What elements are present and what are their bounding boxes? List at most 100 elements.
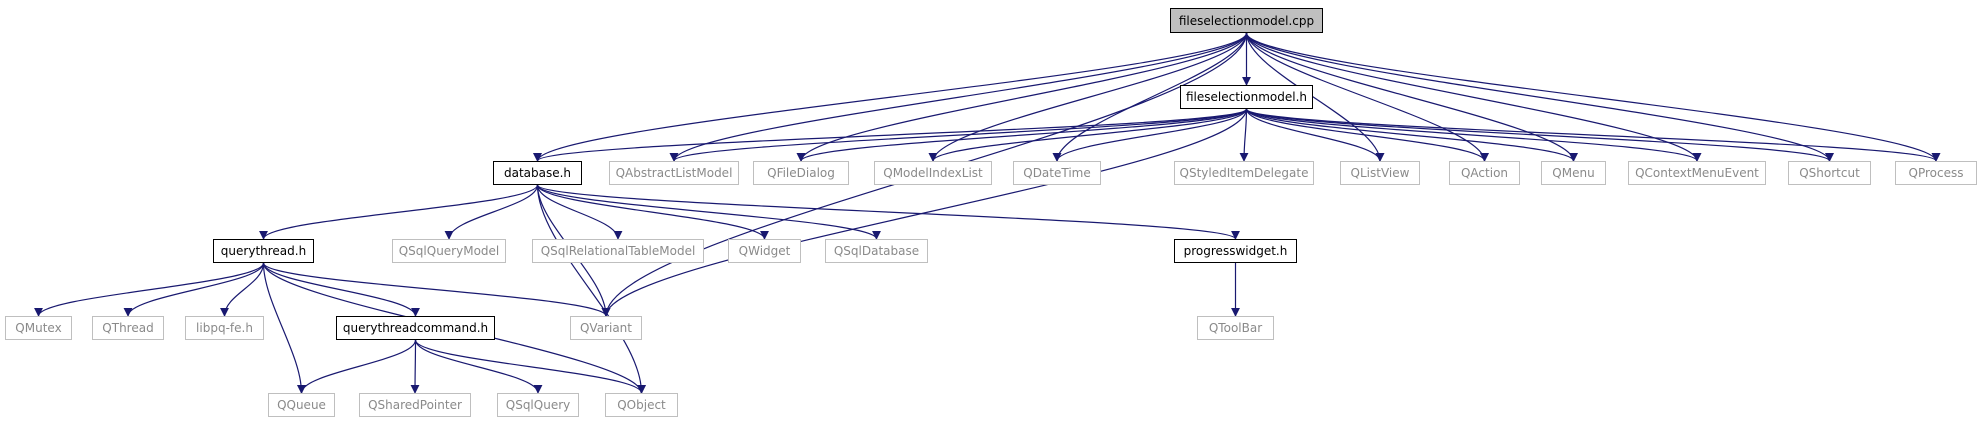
node-qmenu: QMenu	[1541, 161, 1606, 185]
node-qdatetime: QDateTime	[1013, 161, 1101, 185]
node-qfiledialog: QFileDialog	[753, 161, 849, 185]
node-label: QSqlDatabase	[833, 244, 920, 258]
node-label: QModelIndexList	[883, 166, 983, 180]
node-qobject: QObject	[605, 393, 678, 417]
edge-database-h-to-qwidget	[536, 184, 769, 240]
edge-fileselectionmodel-h-to-qaction	[1245, 108, 1489, 162]
node-qqueue: QQueue	[268, 393, 335, 417]
node-label: QAbstractListModel	[615, 166, 733, 180]
node-label: QFileDialog	[767, 166, 835, 180]
node-label: QSharedPointer	[368, 398, 462, 412]
node-qcontextmenuevent: QContextMenuEvent	[1628, 161, 1766, 185]
node-qsqldatabase: QSqlDatabase	[825, 239, 928, 263]
edge-querythread-h-to-libpq-fe-h	[220, 262, 265, 317]
node-qshortcut: QShortcut	[1788, 161, 1871, 185]
node-qtoolbar: QToolBar	[1197, 316, 1274, 340]
edge-querythread-h-to-querythreadcommand-h	[262, 262, 420, 317]
node-qsharedpointer: QSharedPointer	[359, 393, 471, 417]
node-label: database.h	[503, 166, 572, 180]
edge-fileselectionmodel-h-to-qshortcut	[1245, 108, 1834, 162]
edge-querythreadcommand-h-to-qsharedpointer	[410, 339, 420, 394]
edge-fileselectionmodel-h-to-qvariant	[601, 108, 1248, 317]
node-fileselectionmodel-cpp[interactable]: fileselectionmodel.cpp	[1170, 8, 1323, 33]
node-label: QSqlQuery	[505, 398, 571, 412]
node-label: querythreadcommand.h	[342, 321, 489, 335]
node-label: QListView	[1350, 166, 1410, 180]
node-libpq-fe-h: libpq-fe.h	[185, 316, 264, 340]
edge-fileselectionmodel-h-to-qfiledialog	[796, 108, 1248, 162]
node-label: QShortcut	[1799, 166, 1860, 180]
node-qthread: QThread	[92, 316, 164, 340]
edge-fileselectionmodel-h-to-qlistview	[1245, 108, 1385, 162]
edge-querythreadcommand-h-to-qobject	[414, 339, 646, 394]
edge-fileselectionmodel-cpp-to-qcontextmenuevent	[1245, 32, 1702, 162]
node-label: QStyledItemDelegate	[1179, 166, 1309, 180]
edge-fileselectionmodel-h-to-qabstractlistmodel	[669, 108, 1248, 162]
node-label: fileselectionmodel.cpp	[1178, 13, 1315, 28]
edge-fileselectionmodel-h-to-database-h	[533, 108, 1248, 162]
edge-database-h-to-progresswidget-h	[536, 184, 1240, 240]
node-label: QAction	[1460, 166, 1509, 180]
edge-fileselectionmodel-h-to-qprocess	[1245, 108, 1941, 162]
node-label: QObject	[617, 398, 666, 412]
edge-fileselectionmodel-h-to-qcontextmenuevent	[1245, 108, 1702, 162]
node-qstyleditemdelegate: QStyledItemDelegate	[1174, 161, 1314, 185]
node-label: fileselectionmodel.h	[1186, 90, 1307, 104]
edge-fileselectionmodel-cpp-to-database-h	[533, 32, 1248, 162]
node-label: progresswidget.h	[1183, 244, 1288, 258]
edge-querythread-h-to-qthread	[123, 262, 265, 317]
edge-fileselectionmodel-cpp-to-qdatetime	[1052, 32, 1248, 162]
node-querythreadcommand-h[interactable]: querythreadcommand.h	[336, 316, 495, 340]
node-label: QVariant	[579, 321, 632, 335]
node-label: QWidget	[738, 244, 791, 258]
node-qaction: QAction	[1449, 161, 1520, 185]
node-qabstractlistmodel: QAbstractListModel	[609, 161, 739, 185]
node-label: querythread.h	[220, 244, 307, 258]
node-fileselectionmodel-h[interactable]: fileselectionmodel.h	[1180, 85, 1313, 109]
node-qvariant: QVariant	[570, 316, 642, 340]
edge-fileselectionmodel-cpp-to-qlistview	[1245, 32, 1385, 162]
edge-querythread-h-to-qvariant	[262, 262, 611, 317]
edge-fileselectionmodel-h-to-qstyleditemdelegate	[1239, 108, 1249, 162]
edge-querythreadcommand-h-to-qsqlquery	[414, 339, 543, 394]
edge-fileselectionmodel-cpp-to-qprocess	[1245, 32, 1941, 162]
edge-database-h-to-qsqlquerymodel	[444, 184, 539, 240]
node-qsqlquery: QSqlQuery	[497, 393, 579, 417]
node-qmodelindexlist: QModelIndexList	[874, 161, 992, 185]
node-qsqlquerymodel: QSqlQueryModel	[392, 239, 506, 263]
edge-fileselectionmodel-h-to-qmenu	[1245, 108, 1578, 162]
edge-fileselectionmodel-cpp-to-qmenu	[1245, 32, 1578, 162]
edge-fileselectionmodel-h-to-qdatetime	[1052, 108, 1248, 162]
node-label: QMenu	[1552, 166, 1595, 180]
node-label: QSqlRelationalTableModel	[540, 244, 696, 258]
node-label: libpq-fe.h	[196, 321, 253, 335]
edge-fileselectionmodel-cpp-to-qabstractlistmodel	[669, 32, 1248, 162]
node-qlistview: QListView	[1340, 161, 1420, 185]
edge-fileselectionmodel-cpp-to-qfiledialog	[796, 32, 1248, 162]
node-database-h[interactable]: database.h	[493, 161, 582, 185]
edge-database-h-to-qsqlrelationaltablemodel	[536, 184, 623, 240]
edge-fileselectionmodel-cpp-to-qaction	[1245, 32, 1489, 162]
node-label: QThread	[102, 321, 154, 335]
node-label: QQueue	[277, 398, 326, 412]
edge-querythreadcommand-h-to-qqueue	[297, 339, 417, 394]
edge-fileselectionmodel-cpp-to-qmodelindexlist	[928, 32, 1248, 162]
node-label: QMutex	[15, 321, 62, 335]
node-label: QSqlQueryModel	[398, 244, 500, 258]
node-label: QToolBar	[1208, 321, 1263, 335]
edge-database-h-to-querythread-h	[259, 184, 539, 240]
node-qprocess: QProcess	[1895, 161, 1977, 185]
node-querythread-h[interactable]: querythread.h	[213, 239, 314, 263]
edge-querythread-h-to-qmutex	[34, 262, 265, 317]
edge-querythread-h-to-qqueue	[262, 262, 306, 394]
node-qmutex: QMutex	[5, 316, 72, 340]
node-label: QDateTime	[1023, 166, 1091, 180]
node-progresswidget-h[interactable]: progresswidget.h	[1174, 239, 1297, 263]
edge-fileselectionmodel-cpp-to-qshortcut	[1245, 32, 1834, 162]
node-label: QProcess	[1908, 166, 1964, 180]
node-label: QContextMenuEvent	[1635, 166, 1759, 180]
edge-database-h-to-qsqldatabase	[536, 184, 881, 240]
edge-database-h-to-qobject	[536, 184, 646, 394]
